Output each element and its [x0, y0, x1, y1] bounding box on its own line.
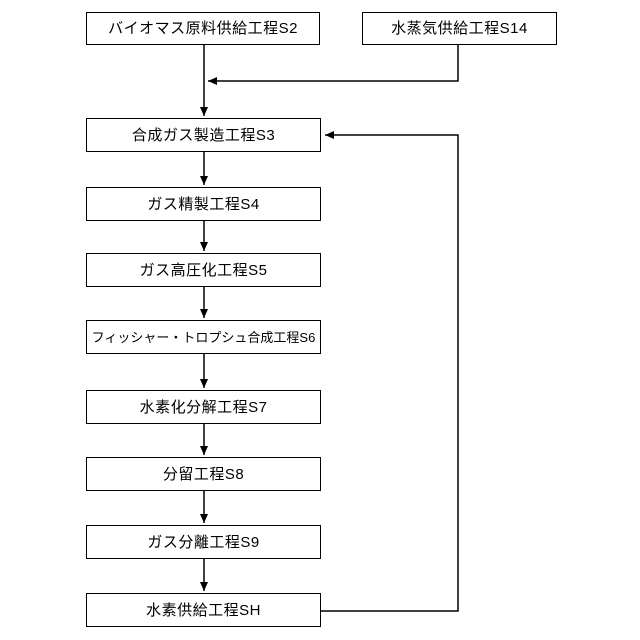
process-box-s3: 合成ガス製造工程S3	[86, 118, 321, 152]
process-box-s7: 水素化分解工程S7	[86, 390, 321, 424]
process-box-s8: 分留工程S8	[86, 457, 321, 491]
process-box-s5: ガス高圧化工程S5	[86, 253, 321, 287]
process-box-s4: ガス精製工程S4	[86, 187, 321, 221]
arrow-sh-recycle-to-s3	[321, 131, 459, 612]
process-box-s2: バイオマス原料供給工程S2	[86, 12, 320, 45]
arrow-s14-to-junction	[208, 45, 459, 85]
process-box-s9: ガス分離工程S9	[86, 525, 321, 559]
process-box-sh: 水素供給工程SH	[86, 593, 321, 627]
process-box-s14: 水蒸気供給工程S14	[362, 12, 557, 45]
process-box-s6: フィッシャー・トロプシュ合成工程S6	[86, 320, 321, 354]
